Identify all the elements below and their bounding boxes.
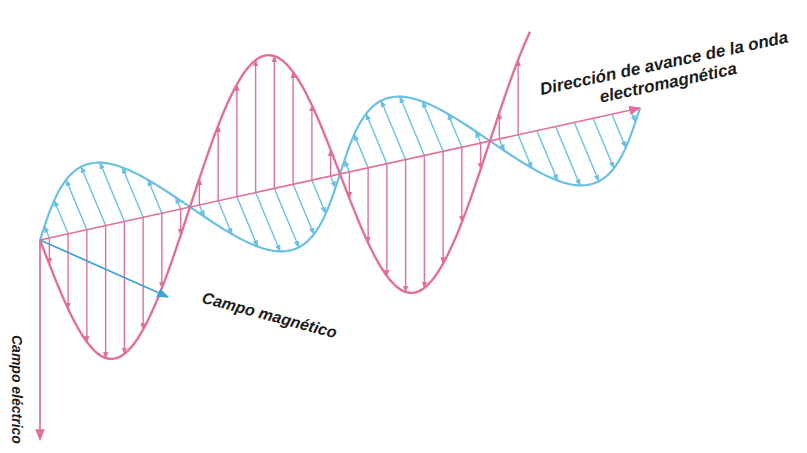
magnetic-vector: [381, 101, 406, 160]
electric-vector: [67, 234, 68, 309]
magnetic-vector: [81, 167, 106, 226]
magnetic-vector: [274, 188, 299, 247]
magnetic-vector: [631, 110, 636, 122]
magnetic-vector: [422, 101, 443, 151]
electric-label: Campo eléctrico: [8, 335, 25, 444]
magnetic-vector: [476, 131, 481, 143]
magnetic-vector: [100, 163, 125, 222]
magnetic-vector: [537, 131, 558, 181]
electric-vector: [442, 151, 443, 263]
electric-vector: [105, 226, 106, 358]
magnetic-vector: [293, 184, 314, 234]
electric-vector: [386, 164, 387, 276]
electric-vector: [124, 221, 125, 353]
magnetic-vector: [518, 135, 532, 168]
electric-vector: [236, 84, 237, 196]
magnetic-vector: [612, 114, 626, 147]
electric-vector: [180, 209, 181, 235]
magnetic-vector: [54, 200, 68, 233]
electric-vector: [461, 147, 462, 222]
magnetic-vector: [556, 127, 581, 186]
electric-vector: [424, 155, 425, 287]
magnetic-vector: [44, 226, 49, 238]
magnetic-vector: [148, 180, 162, 213]
electric-wave: [40, 32, 530, 359]
magnetic-label: Campo magnético: [200, 288, 339, 342]
magnetic-vector: [593, 118, 614, 168]
magnetic-vector: [354, 134, 368, 167]
magnetic-vector: [122, 167, 143, 217]
electric-vector: [199, 179, 200, 205]
electric-vector: [480, 143, 481, 169]
magnetic-vector: [176, 197, 181, 209]
propagation-label: Dirección de avance de la onda electroma…: [530, 26, 803, 122]
electric-vector: [49, 238, 50, 264]
electric-vector: [161, 213, 162, 288]
magnetic-vector: [499, 139, 504, 151]
electric-vector: [217, 126, 218, 201]
electric-vector: [86, 230, 87, 342]
magnetic-vector: [400, 97, 425, 156]
magnetic-vector: [237, 197, 258, 247]
electric-axis: [39, 240, 41, 440]
magnetic-vector: [256, 193, 281, 252]
electric-vector: [349, 172, 350, 198]
magnetic-vector: [331, 176, 336, 188]
electric-vector: [517, 60, 518, 135]
electric-vector: [274, 56, 275, 188]
magnetic-vector: [344, 160, 349, 172]
electric-vector: [405, 160, 406, 292]
magnetic-vector: [218, 201, 232, 234]
magnetic-vector: [574, 122, 599, 181]
electric-vector: [367, 168, 368, 243]
electric-vector: [311, 105, 312, 180]
electric-vector: [142, 217, 143, 329]
electric-vector: [292, 72, 293, 184]
magnetic-vector: [448, 114, 462, 147]
magnetic-axis: [40, 240, 168, 297]
magnetic-vector: [312, 180, 326, 213]
electric-vector: [255, 60, 256, 192]
magnetic-vector: [66, 180, 87, 230]
magnetic-vector: [199, 205, 204, 217]
magnetic-vector: [366, 114, 387, 164]
electric-vector: [499, 113, 500, 139]
electric-vector: [330, 150, 331, 176]
